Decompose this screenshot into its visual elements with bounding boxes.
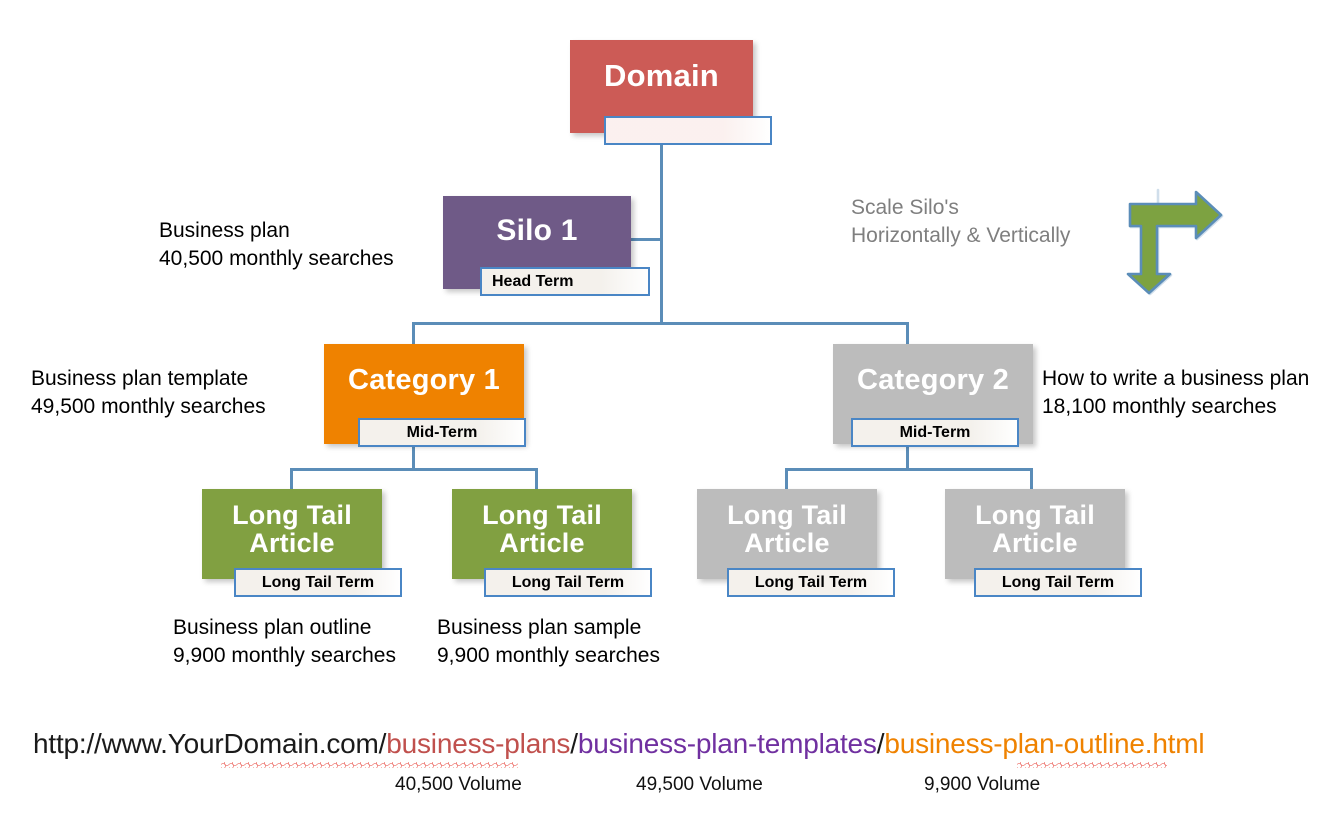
- node-article-4[interactable]: Long Tail Article: [945, 489, 1125, 579]
- connector-domain-trunk: [660, 145, 663, 325]
- chip-long-tail-term-4-label: Long Tail Term: [1001, 573, 1115, 591]
- annotation-category-2: How to write a business plan 18,100 mont…: [1042, 367, 1310, 418]
- connector-drop-article2: [535, 468, 538, 490]
- chip-long-tail-term-4[interactable]: Long Tail Term: [974, 568, 1142, 597]
- chip-long-tail-term-3-label: Long Tail Term: [754, 573, 868, 591]
- node-article-1-title: Long Tail Article: [232, 500, 352, 558]
- chip-long-tail-term-1-label: Long Tail Term: [261, 573, 375, 591]
- node-domain-title: Domain: [604, 58, 719, 93]
- connector-branch-bar-cat2: [785, 468, 1033, 471]
- connector-drop-article3: [785, 468, 788, 490]
- chip-mid-term-1[interactable]: Mid-Term: [358, 418, 526, 447]
- url-slash-1: /: [378, 728, 387, 759]
- spellcheck-underline-outline: [1017, 762, 1167, 768]
- chip-long-tail-term-2-label: Long Tail Term: [511, 573, 625, 591]
- connector-drop-article1: [290, 468, 293, 490]
- chip-mid-term-2-label: Mid-Term: [899, 423, 971, 441]
- connector-drop-category2: [906, 322, 909, 346]
- url-segment-3: business-plan-outline.html: [884, 728, 1205, 759]
- annotation-silo-1: Business plan 40,500 monthly searches: [159, 219, 394, 270]
- node-article-3-title: Long Tail Article: [727, 500, 847, 558]
- connector-drop-article4: [1030, 468, 1033, 490]
- url-slash-3: /: [876, 728, 885, 759]
- chip-long-tail-term-3[interactable]: Long Tail Term: [727, 568, 895, 597]
- chip-long-tail-term-1[interactable]: Long Tail Term: [234, 568, 402, 597]
- connector-category1-stem: [412, 446, 415, 470]
- url-segment-2: business-plan-templates: [577, 728, 877, 759]
- url-slash-2: /: [570, 728, 578, 759]
- connector-trunk-to-silo: [631, 238, 662, 241]
- volume-label-1: 40,500 Volume: [395, 774, 522, 795]
- node-article-1[interactable]: Long Tail Article: [202, 489, 382, 579]
- node-article-3[interactable]: Long Tail Article: [697, 489, 877, 579]
- chip-head-term-label: Head Term: [492, 272, 574, 290]
- volume-label-3: 9,900 Volume: [924, 774, 1041, 795]
- node-article-4-title: Long Tail Article: [975, 500, 1095, 558]
- node-article-2-title: Long Tail Article: [482, 500, 602, 558]
- chip-mid-term-2[interactable]: Mid-Term: [851, 418, 1019, 447]
- connector-branch-bar-cat1: [290, 468, 538, 471]
- connector-category2-stem: [906, 446, 909, 470]
- url-base: http://www.YourDomain.com: [33, 728, 379, 759]
- chip-long-tail-term-2[interactable]: Long Tail Term: [484, 568, 652, 597]
- scale-silos-note: Scale Silo's Horizontally & Vertically: [851, 196, 1071, 248]
- volume-label-2: 49,500 Volume: [636, 774, 763, 795]
- example-url: http://www.YourDomain.com/business-plans…: [33, 728, 1205, 760]
- node-article-2[interactable]: Long Tail Article: [452, 489, 632, 579]
- annotation-article-1: Business plan outline 9,900 monthly sear…: [173, 616, 396, 667]
- annotation-article-2: Business plan sample 9,900 monthly searc…: [437, 616, 660, 667]
- scale-arrow-icon: [1122, 186, 1226, 296]
- spellcheck-underline-domain: [221, 762, 518, 768]
- chip-domain-term[interactable]: [604, 116, 772, 145]
- connector-drop-category1: [412, 322, 415, 346]
- node-silo-1-title: Silo 1: [496, 214, 578, 247]
- node-category-1-title: Category 1: [348, 364, 500, 396]
- url-segment-1: business-plans: [386, 728, 571, 759]
- node-category-2-title: Category 2: [857, 364, 1009, 396]
- annotation-category-1: Business plan template 49,500 monthly se…: [31, 367, 266, 418]
- chip-head-term[interactable]: Head Term: [480, 267, 650, 296]
- chip-mid-term-1-label: Mid-Term: [406, 423, 478, 441]
- connector-branch-bar-top: [412, 322, 909, 325]
